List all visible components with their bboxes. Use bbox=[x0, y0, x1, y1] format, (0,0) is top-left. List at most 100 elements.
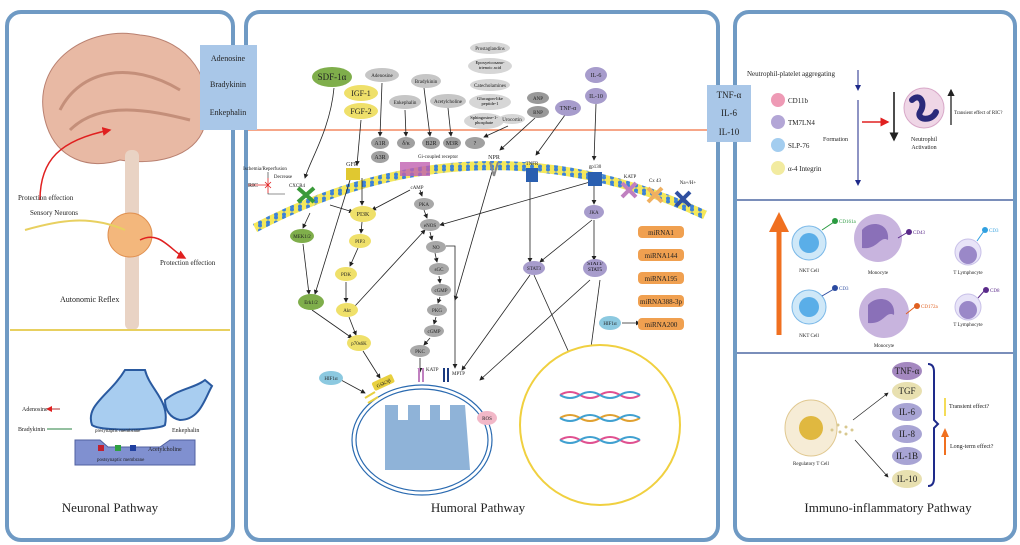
label-stat3: STAT3 bbox=[527, 267, 542, 272]
label-cxcr4: CXCR4 bbox=[289, 184, 306, 189]
cytokine-label: IL-8 bbox=[899, 429, 915, 439]
box-enkephalin: Enkephalin bbox=[210, 108, 246, 117]
label-eet: Epoxyeicosano-trienoic acid bbox=[475, 60, 505, 70]
label-cd43: CD43 bbox=[913, 231, 925, 236]
mirna-box bbox=[638, 249, 684, 261]
cytokine-il8 bbox=[892, 425, 922, 443]
sensory-neurons-label: Sensory Neurons bbox=[30, 209, 78, 217]
cytokine-tgf bbox=[892, 382, 922, 400]
node-eet bbox=[468, 58, 512, 74]
node-sdf1a bbox=[312, 67, 352, 87]
label-tnfa: TNF-α bbox=[560, 106, 577, 112]
node-p70s6k bbox=[347, 335, 371, 351]
treg-label: Regulatory T Cell bbox=[793, 462, 830, 467]
cytokine-il1b bbox=[892, 447, 922, 465]
node-no bbox=[426, 241, 446, 253]
label-acetylcholine: Acetylcholine bbox=[434, 100, 463, 105]
node-cgmp1 bbox=[431, 284, 451, 296]
presynaptic-label: presynaptic membrane bbox=[95, 429, 141, 434]
label-pka: PKA bbox=[419, 203, 429, 208]
label-a1r: A1R bbox=[374, 141, 385, 147]
protection-arrow-2 bbox=[139, 236, 187, 259]
receptor-nodes bbox=[371, 137, 485, 163]
label-il6: IL-6 bbox=[591, 73, 602, 79]
treg-arrow-tgf bbox=[852, 392, 889, 421]
gp130-receptor bbox=[588, 172, 602, 186]
node-pkc bbox=[410, 345, 430, 357]
long-term-label: Long-term effect? bbox=[950, 443, 994, 450]
sensory-neuron bbox=[24, 219, 126, 231]
label-adenosine: Adenosine bbox=[371, 74, 393, 79]
bradykinin-label: Bradykinin bbox=[18, 427, 45, 433]
label-cd8: CD8 bbox=[990, 289, 1000, 294]
node-unknown bbox=[465, 137, 485, 149]
mirna-box bbox=[638, 295, 684, 307]
label-gi: Gi-coupled receptor bbox=[418, 155, 458, 160]
node-il10 bbox=[585, 88, 607, 104]
mitochondrion bbox=[351, 368, 493, 496]
label-prostaglandins: Prostaglandins bbox=[475, 47, 504, 52]
label-catecholamines: Catecholamines bbox=[474, 84, 506, 89]
enkephalin-label: Enkephalin bbox=[172, 428, 199, 434]
label-il10: IL-10 bbox=[589, 94, 603, 100]
label-nkt-2: NKT Cell bbox=[799, 334, 819, 339]
node-erk bbox=[298, 294, 324, 310]
node-gsk3b bbox=[371, 374, 395, 391]
label-pkc: PKC bbox=[415, 350, 425, 355]
label-ros: ROS bbox=[482, 417, 492, 422]
label-m3r: M3R bbox=[446, 141, 458, 147]
activation-label-2: Activation bbox=[911, 145, 936, 151]
label-fgf2: FGF-2 bbox=[350, 107, 371, 116]
label-npr: NPR bbox=[488, 155, 500, 161]
marker-dot-tm7ln4 bbox=[771, 115, 785, 129]
label-igf1: IGF-1 bbox=[351, 89, 371, 98]
label-erk: Erk1/2 bbox=[304, 301, 318, 306]
cytokine-list: TNF-α TGF IL-6 IL-8 IL-1B IL-10 bbox=[892, 362, 922, 488]
label-gp130: gp130 bbox=[589, 165, 602, 170]
label-p70s6k: p70s6K bbox=[351, 342, 367, 347]
neuronal-mediator-box bbox=[200, 45, 257, 130]
label-jka: JKA bbox=[589, 211, 599, 216]
neuronal-title: Neuronal Pathway bbox=[62, 500, 159, 515]
label-hif1a-2: HIF1α bbox=[603, 322, 617, 327]
label-urocortin: Urocortin bbox=[502, 118, 522, 123]
node-fgf2 bbox=[344, 103, 378, 119]
mirna-label: miRNA1 bbox=[648, 229, 674, 237]
marker-dot-cd11b bbox=[771, 93, 785, 107]
mirna-label: miRNA195 bbox=[645, 275, 678, 283]
node-sgc bbox=[429, 263, 449, 275]
label-ischemia: Ischemia/Reperfusion bbox=[243, 167, 287, 172]
inhibit-mark bbox=[264, 178, 272, 193]
node-pdk bbox=[335, 267, 357, 281]
marker-integrin: α-4 Integrin bbox=[788, 165, 822, 173]
node-m3r bbox=[443, 137, 461, 149]
node-catecholamines bbox=[470, 79, 510, 91]
label-nkt-1: NKT Cell bbox=[799, 269, 819, 274]
cytokine-label: IL-10 bbox=[897, 474, 918, 484]
cytokine-label: IL-6 bbox=[899, 407, 915, 417]
label-cd3-a: CD3 bbox=[989, 229, 999, 234]
box-bradykinin: Bradykinin bbox=[210, 80, 246, 89]
label-nah: Na+/H+ bbox=[680, 181, 697, 186]
marker-tm7ln4: TM7LN4 bbox=[788, 119, 815, 127]
node-dk bbox=[397, 137, 415, 149]
cx43-channel bbox=[646, 186, 664, 204]
label-mono-2: Monocyte bbox=[874, 344, 895, 349]
node-ros bbox=[477, 411, 497, 425]
label-cgmp1: cGMP bbox=[434, 289, 447, 294]
node-mek bbox=[290, 229, 314, 243]
node-tnfa bbox=[555, 100, 581, 116]
node-enkephalin bbox=[389, 95, 421, 109]
formation-label: Formation bbox=[823, 137, 848, 143]
mirna-label: miRNA200 bbox=[645, 321, 678, 329]
label-camp: cAMP bbox=[410, 186, 423, 191]
label-enos: eNOS bbox=[424, 224, 436, 229]
marker-slp76: SLP-76 bbox=[788, 142, 810, 150]
label-dk: δ/κ bbox=[402, 141, 410, 147]
label-bradykinin: Bradykinin bbox=[415, 80, 438, 85]
label-gfr: GFR bbox=[346, 162, 358, 168]
node-enos bbox=[420, 219, 440, 231]
acetylcholine-label: Acetylcholine bbox=[148, 447, 182, 453]
npr-receptor bbox=[489, 161, 499, 177]
label-pi3k: PI3K bbox=[357, 212, 370, 218]
